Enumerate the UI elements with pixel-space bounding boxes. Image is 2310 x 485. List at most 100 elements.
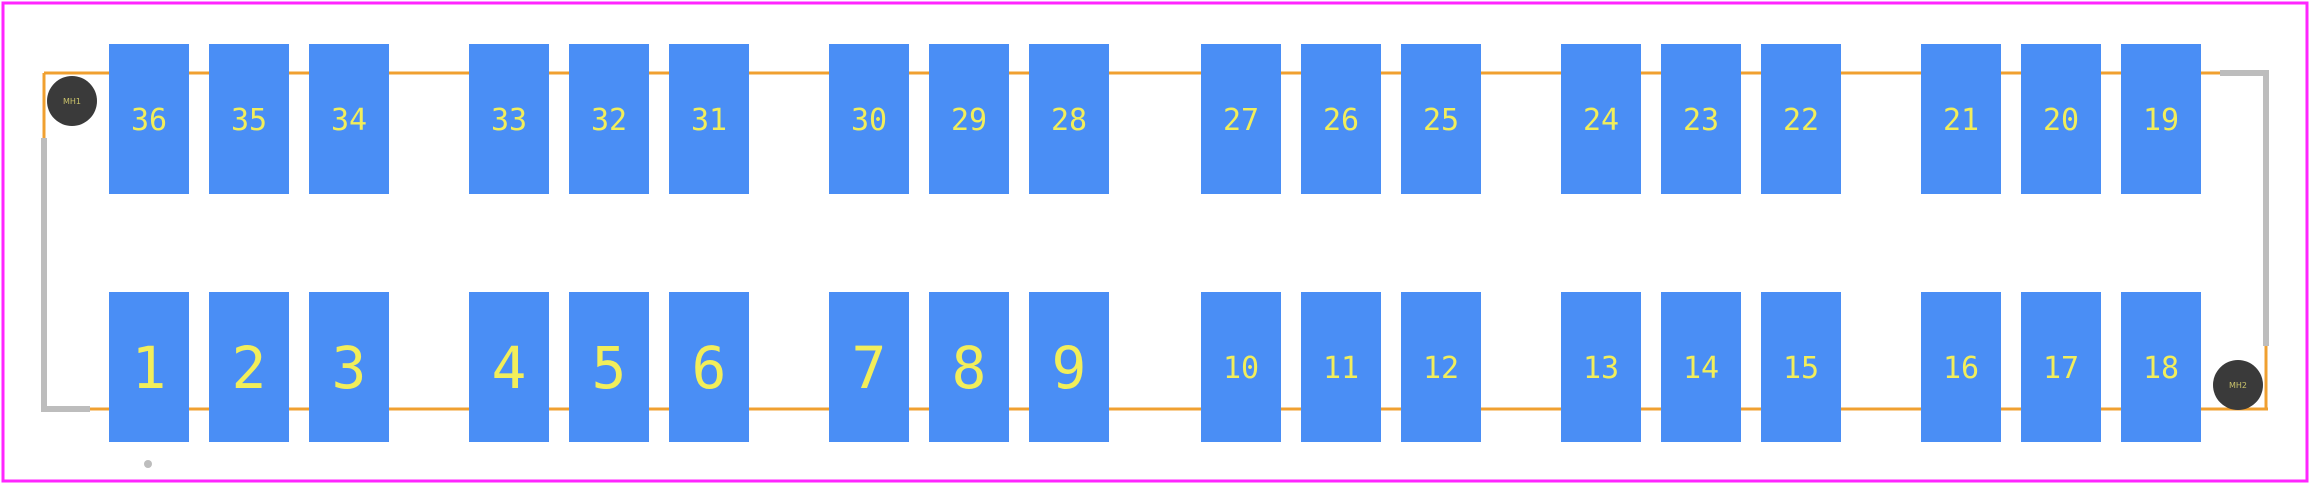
pad-32: 32 xyxy=(569,44,649,194)
pad-23-body xyxy=(1661,44,1741,194)
mounting-hole-right-circle xyxy=(2213,360,2263,410)
pad-26-body xyxy=(1301,44,1381,194)
pad-21-body xyxy=(1921,44,2001,194)
pad-12-body xyxy=(1401,292,1481,442)
pad-19-body xyxy=(2121,44,2201,194)
pad-36-label: 36 xyxy=(131,103,167,138)
pad-18-label: 18 xyxy=(2143,351,2179,386)
pad-14-label: 14 xyxy=(1683,351,1719,386)
mounting-hole-left-circle xyxy=(47,76,97,126)
pad-5-body xyxy=(569,292,649,442)
pad-28: 28 xyxy=(1029,44,1109,194)
pad-4: 4 xyxy=(469,292,549,442)
pad-4-label: 4 xyxy=(492,334,527,402)
pad-2-label: 2 xyxy=(232,334,267,402)
pad-14: 14 xyxy=(1661,292,1741,442)
mounting-hole-right-label: MH2 xyxy=(2229,381,2247,390)
pad-8-label: 8 xyxy=(952,334,987,402)
pad-6: 6 xyxy=(669,292,749,442)
pad-26-label: 26 xyxy=(1323,103,1359,138)
pad-30: 30 xyxy=(829,44,909,194)
pad-29-body xyxy=(929,44,1009,194)
pad-9: 9 xyxy=(1029,292,1109,442)
pad-17-body xyxy=(2021,292,2101,442)
pad-23: 23 xyxy=(1661,44,1741,194)
pad-5-label: 5 xyxy=(592,334,627,402)
courtyard-outline xyxy=(41,70,2269,412)
pad-16-body xyxy=(1921,292,2001,442)
pad-12-label: 12 xyxy=(1423,351,1459,386)
pad-36-body xyxy=(109,44,189,194)
pad-15-label: 15 xyxy=(1783,351,1819,386)
pad-33-body xyxy=(469,44,549,194)
pad-17: 17 xyxy=(2021,292,2101,442)
pad-6-label: 6 xyxy=(692,334,727,402)
mounting-hole-right: MH2 xyxy=(2213,360,2263,410)
pad-23-label: 23 xyxy=(1683,103,1719,138)
pad-29: 29 xyxy=(929,44,1009,194)
pad-24-body xyxy=(1561,44,1641,194)
pad-28-body xyxy=(1029,44,1109,194)
pad-3: 3 xyxy=(309,292,389,442)
pad-24: 24 xyxy=(1561,44,1641,194)
pad-2-body xyxy=(209,292,289,442)
pad-8: 8 xyxy=(929,292,1009,442)
pad-10-body xyxy=(1201,292,1281,442)
pad-9-body xyxy=(1029,292,1109,442)
pad-19: 19 xyxy=(2121,44,2201,194)
pad-5: 5 xyxy=(569,292,649,442)
pad-20-label: 20 xyxy=(2043,103,2079,138)
pad-27-body xyxy=(1201,44,1281,194)
pad-31-body xyxy=(669,44,749,194)
pad-33: 33 xyxy=(469,44,549,194)
pad-27: 27 xyxy=(1201,44,1281,194)
pad-16-label: 16 xyxy=(1943,351,1979,386)
pad-17-label: 17 xyxy=(2043,351,2079,386)
pad-7: 7 xyxy=(829,292,909,442)
pad-1-body xyxy=(109,292,189,442)
pad-1: 1 xyxy=(109,292,189,442)
pad-32-label: 32 xyxy=(591,103,627,138)
pin1-marker-dot xyxy=(144,460,152,468)
pad-24-label: 24 xyxy=(1583,103,1619,138)
pad-28-label: 28 xyxy=(1051,103,1087,138)
pad-3-label: 3 xyxy=(332,334,367,402)
pad-18-body xyxy=(2121,292,2201,442)
pad-22-body xyxy=(1761,44,1841,194)
pad-10-label: 10 xyxy=(1223,351,1259,386)
pad-12: 12 xyxy=(1401,292,1481,442)
pad-7-body xyxy=(829,292,909,442)
courtyard-left-bracket xyxy=(41,138,90,412)
pad-19-label: 19 xyxy=(2143,103,2179,138)
pad-34-label: 34 xyxy=(331,103,367,138)
pad-18: 18 xyxy=(2121,292,2201,442)
pad-25-body xyxy=(1401,44,1481,194)
pad-31-label: 31 xyxy=(691,103,727,138)
pad-11: 11 xyxy=(1301,292,1381,442)
pad-30-body xyxy=(829,44,909,194)
pad-9-label: 9 xyxy=(1052,334,1087,402)
pad-11-label: 11 xyxy=(1323,351,1359,386)
pad-1-label: 1 xyxy=(132,334,167,402)
pad-8-body xyxy=(929,292,1009,442)
pad-27-label: 27 xyxy=(1223,103,1259,138)
pad-25: 25 xyxy=(1401,44,1481,194)
mounting-hole-left: MH1 xyxy=(47,76,97,126)
pad-22: 22 xyxy=(1761,44,1841,194)
pad-22-label: 22 xyxy=(1783,103,1819,138)
pad-30-label: 30 xyxy=(851,103,887,138)
pad-29-label: 29 xyxy=(951,103,987,138)
pad-33-label: 33 xyxy=(491,103,527,138)
pad-11-body xyxy=(1301,292,1381,442)
courtyard-right-bracket xyxy=(2220,70,2269,346)
pad-34: 34 xyxy=(309,44,389,194)
pad-13: 13 xyxy=(1561,292,1641,442)
pad-6-body xyxy=(669,292,749,442)
pad-21-label: 21 xyxy=(1943,103,1979,138)
pad-36: 36 xyxy=(109,44,189,194)
silkscreen-outline xyxy=(42,71,2268,411)
